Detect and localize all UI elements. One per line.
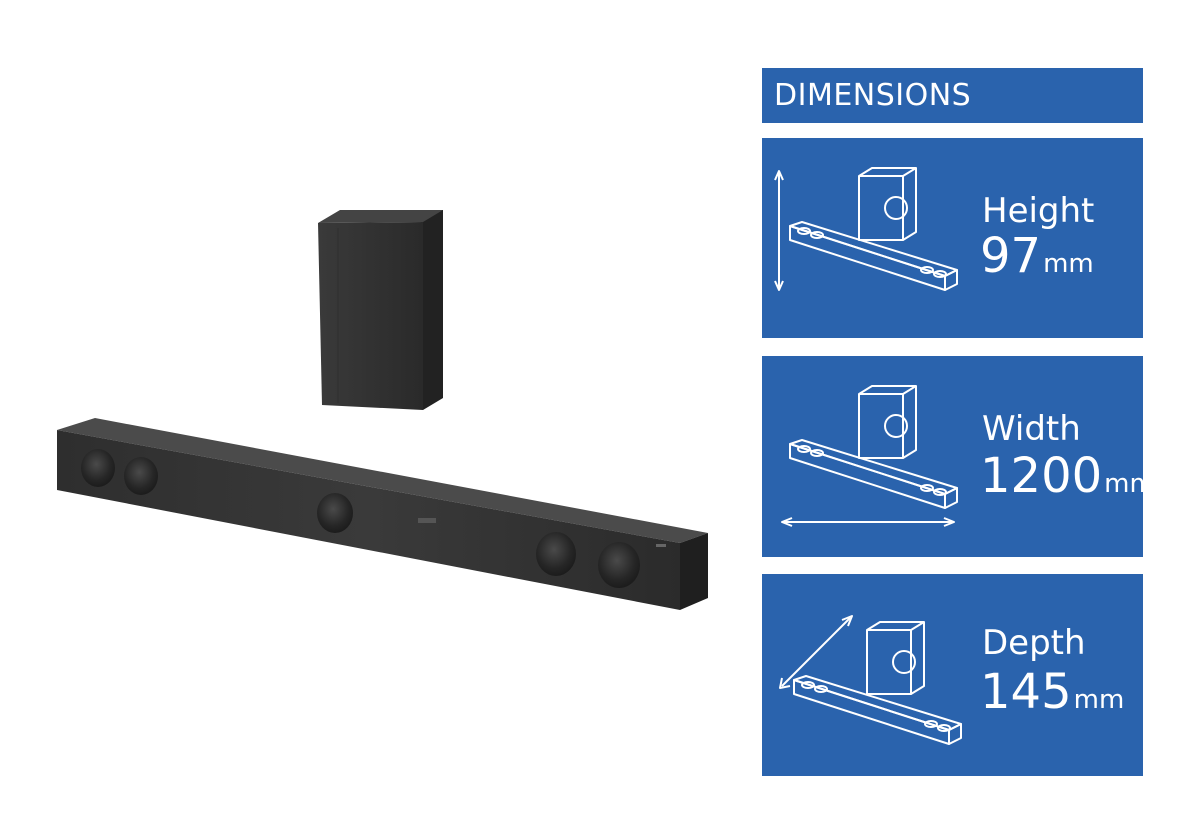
dimensions-title: DIMENSIONS	[774, 78, 972, 113]
depth-arrow-icon	[779, 615, 853, 689]
width-value: 1200mm	[980, 450, 1143, 513]
soundbar	[57, 418, 708, 610]
height-label: Height	[982, 191, 1095, 231]
height-unit: mm	[1043, 249, 1094, 279]
subwoofer-icon	[858, 385, 917, 459]
subwoofer	[318, 210, 443, 410]
product-image	[57, 210, 708, 610]
width-panel: Width 1200mm	[762, 356, 1143, 557]
height-arrow-icon	[774, 170, 784, 291]
soundbar-icon	[789, 221, 958, 291]
depth-number: 145	[980, 664, 1072, 720]
depth-label: Depth	[982, 623, 1086, 663]
soundbar-icon	[793, 675, 962, 745]
subwoofer-icon	[858, 167, 917, 241]
dimensions-header: DIMENSIONS	[762, 68, 1143, 120]
depth-diagram	[779, 615, 962, 745]
width-label: Width	[982, 409, 1081, 449]
depth-panel: Depth 145mm	[762, 574, 1143, 776]
height-value: 97mm	[980, 230, 1094, 293]
width-number: 1200	[980, 448, 1103, 504]
subwoofer-icon	[866, 621, 925, 695]
width-unit: mm	[1104, 469, 1143, 499]
width-arrow-icon	[781, 517, 955, 527]
soundbar-icon	[789, 439, 958, 509]
width-diagram	[781, 385, 958, 527]
depth-unit: mm	[1073, 685, 1125, 715]
depth-value: 145mm	[980, 666, 1124, 729]
height-diagram	[774, 167, 958, 291]
header-divider	[762, 120, 1143, 123]
soundbar-subwoofer-illustration	[57, 210, 708, 610]
height-panel: Height 97mm	[762, 138, 1143, 338]
height-number: 97	[980, 228, 1042, 284]
